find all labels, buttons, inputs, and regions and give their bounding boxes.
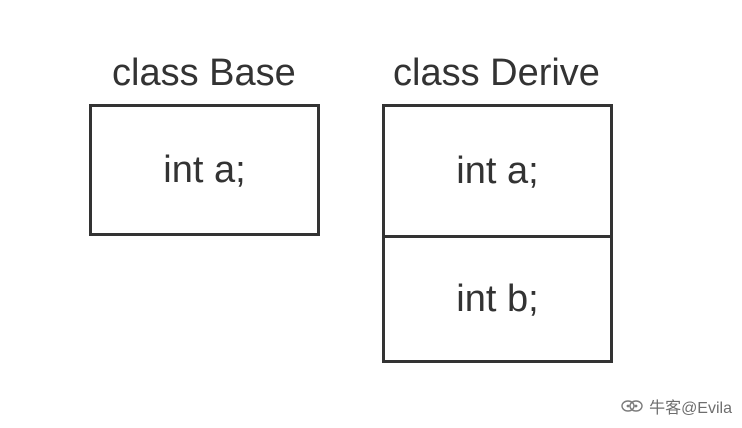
watermark-text: 牛客@Evila	[649, 400, 732, 417]
watermark: 牛客@Evila	[621, 394, 732, 418]
nowcoder-logo-icon	[621, 399, 643, 413]
class-base-title: class Base	[112, 52, 296, 94]
base-member-a: int a;	[163, 148, 246, 191]
derive-member-b: int b;	[456, 277, 539, 320]
derive-member-a: int a;	[456, 149, 539, 192]
derive-divider	[385, 235, 610, 238]
class-derive-title: class Derive	[393, 52, 600, 94]
class-derive-box: int a; int b;	[382, 104, 613, 363]
class-base-box: int a;	[89, 104, 320, 236]
